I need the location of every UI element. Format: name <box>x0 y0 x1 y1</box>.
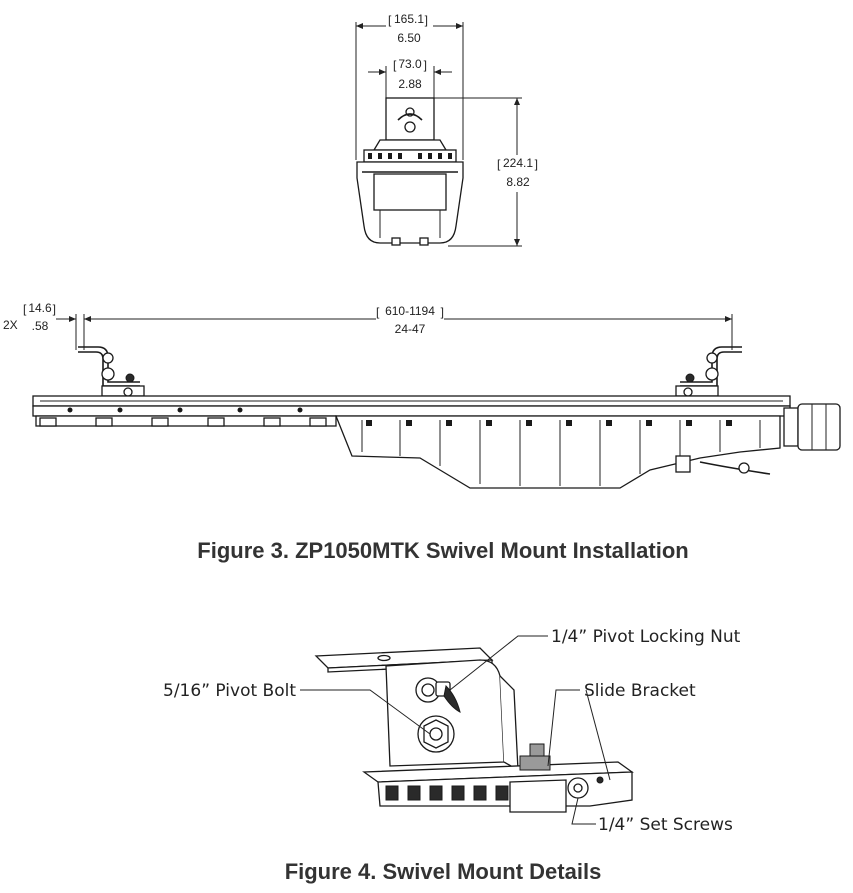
svg-text:[: [ <box>388 13 392 27</box>
callout-pivot-bolt: 5/16” Pivot Bolt <box>163 681 296 701</box>
svg-text:]: ] <box>53 302 56 316</box>
span-mm: 610-1194 <box>385 304 435 318</box>
figure3-caption: Figure 3. ZP1050MTK Swivel Mount Install… <box>197 538 688 563</box>
callout-pivot-locking-nut: 1/4” Pivot Locking Nut <box>551 627 741 647</box>
svg-text:]: ] <box>535 157 538 171</box>
bracket-in: 2.88 <box>398 77 422 91</box>
figure4-caption: Figure 4. Swivel Mount Details <box>285 859 602 884</box>
offset-in: .58 <box>32 319 49 333</box>
callout-set-screws: 1/4” Set Screws <box>598 815 733 835</box>
width-in: 6.50 <box>397 31 421 45</box>
height-mm: 224.1 <box>503 156 533 170</box>
offset-count: 2X <box>3 318 18 332</box>
span-in: 24-47 <box>395 322 426 336</box>
svg-text:[: [ <box>23 302 27 316</box>
side-view: 2X [ ] 14.6 .58 [ ] 610-1194 24-47 <box>3 301 841 489</box>
width-mm: 165.1 <box>394 12 424 26</box>
svg-text:[: [ <box>376 305 380 319</box>
swivel-mount-detail: 1/4” Pivot Locking Nut 5/16” Pivot Bolt … <box>163 627 741 835</box>
height-in: 8.82 <box>506 175 530 189</box>
svg-text:]: ] <box>441 305 444 319</box>
svg-text:[: [ <box>393 58 397 72</box>
callout-slide-bracket: Slide Bracket <box>584 681 696 701</box>
bracket-mm: 73.0 <box>398 57 422 71</box>
svg-text:]: ] <box>425 13 428 27</box>
offset-mm: 14.6 <box>28 301 52 315</box>
svg-text:]: ] <box>424 58 427 72</box>
svg-text:[: [ <box>497 157 501 171</box>
end-view: [ ] 165.1 6.50 [ ] 73.0 2.88 [ ] 224.1 8… <box>355 12 538 247</box>
